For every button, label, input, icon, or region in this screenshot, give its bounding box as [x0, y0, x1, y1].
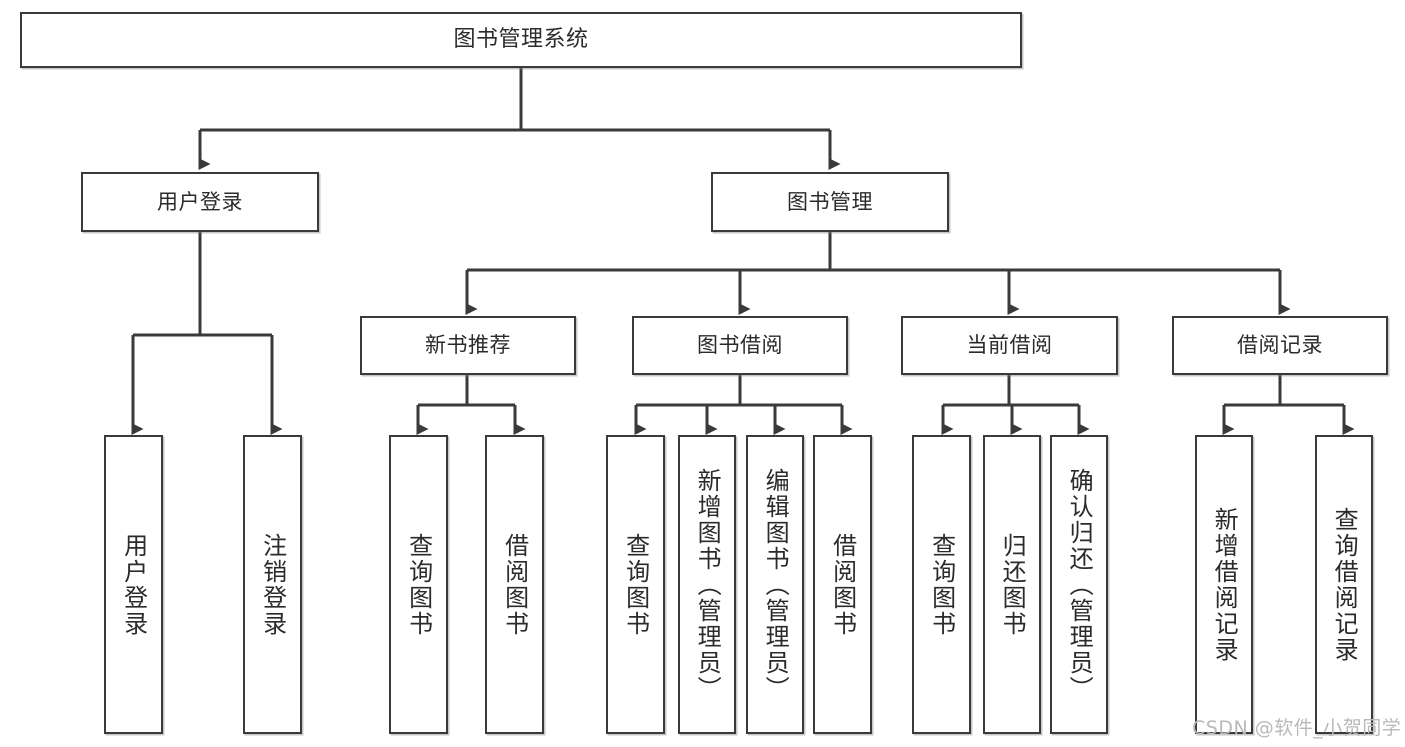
node-label: 借阅图书 [828, 532, 857, 637]
leaf-edit-book-admin[interactable]: 编辑图书（管理员） [746, 435, 804, 734]
leaf-query-borrow-record[interactable]: 查询借阅记录 [1315, 435, 1373, 734]
node-label: 图书管理系统 [453, 27, 589, 53]
leaf-user-login[interactable]: 用户登录 [104, 435, 163, 734]
node-label: 注销登录 [258, 532, 287, 637]
node-label: 新增图书（管理员） [693, 467, 722, 702]
node-label: 用户登录 [119, 532, 148, 637]
node-current-borrow[interactable]: 当前借阅 [901, 316, 1118, 375]
node-label: 图书借阅 [697, 333, 783, 358]
node-label: 用户登录 [157, 189, 243, 214]
leaf-add-borrow-record[interactable]: 新增借阅记录 [1195, 435, 1253, 734]
node-label: 编辑图书（管理员） [761, 467, 790, 702]
leaf-confirm-return-admin[interactable]: 确认归还（管理员） [1050, 435, 1108, 734]
node-label: 新书推荐 [425, 333, 511, 358]
node-label: 查询图书 [621, 532, 650, 637]
leaf-query-book-recommend[interactable]: 查询图书 [389, 435, 448, 734]
node-label: 归还图书 [998, 532, 1027, 637]
node-label: 当前借阅 [966, 333, 1053, 358]
node-label: 确认归还（管理员） [1065, 467, 1094, 702]
node-label: 新增借阅记录 [1210, 506, 1239, 663]
node-label: 图书管理 [787, 189, 873, 214]
leaf-borrow-book-borrow[interactable]: 借阅图书 [813, 435, 872, 734]
leaf-add-book-admin[interactable]: 新增图书（管理员） [678, 435, 736, 734]
node-label: 查询图书 [404, 532, 433, 637]
leaf-return-book[interactable]: 归还图书 [983, 435, 1041, 734]
node-label: 借阅记录 [1237, 333, 1323, 358]
leaf-query-book-borrow[interactable]: 查询图书 [606, 435, 665, 734]
node-user-login[interactable]: 用户登录 [81, 172, 319, 232]
leaf-user-logout[interactable]: 注销登录 [243, 435, 302, 734]
node-borrow-record[interactable]: 借阅记录 [1172, 316, 1388, 375]
node-new-book-recommend[interactable]: 新书推荐 [360, 316, 576, 375]
node-label: 查询图书 [927, 532, 956, 637]
node-label: 借阅图书 [500, 532, 529, 637]
csdn-watermark: CSDN @软件_小贺同学 [1192, 717, 1402, 739]
leaf-query-book-current[interactable]: 查询图书 [912, 435, 971, 734]
node-book-borrow[interactable]: 图书借阅 [632, 316, 848, 375]
node-book-management[interactable]: 图书管理 [711, 172, 949, 232]
node-root-system[interactable]: 图书管理系统 [20, 12, 1022, 68]
node-label: 查询借阅记录 [1330, 506, 1359, 663]
leaf-borrow-book-recommend[interactable]: 借阅图书 [485, 435, 544, 734]
